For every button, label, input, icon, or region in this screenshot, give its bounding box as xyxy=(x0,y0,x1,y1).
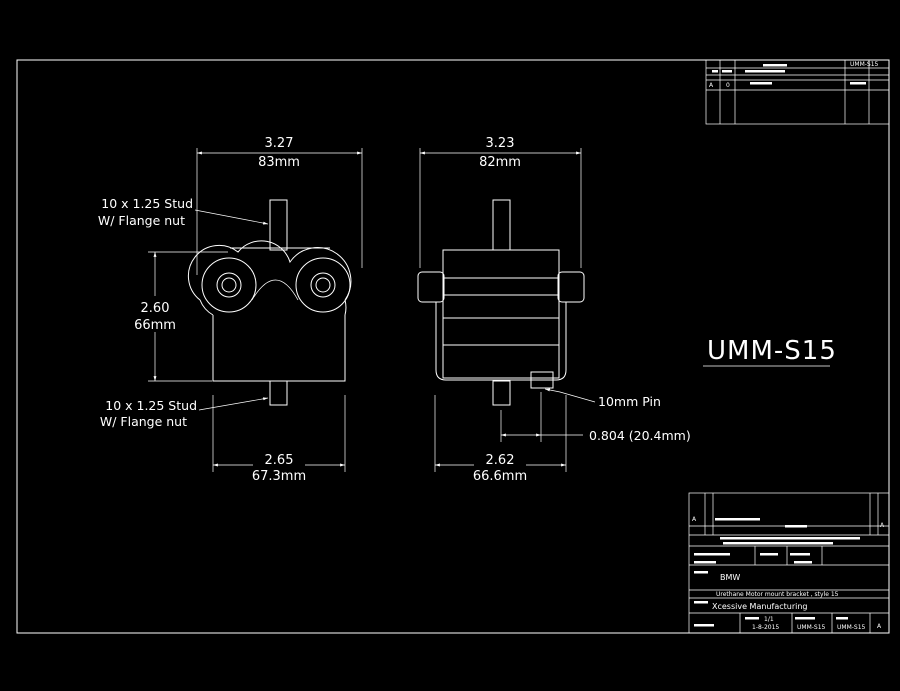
left-top-stud-label-1: 10 x 1.25 Stud xyxy=(101,196,193,211)
title-company: Xcessive Manufacturing xyxy=(712,602,808,611)
left-top-stud-leader xyxy=(194,209,269,225)
rev-marker-3: A xyxy=(877,623,882,630)
left-bushing-core-left xyxy=(221,277,237,293)
rev-marker-2: A xyxy=(880,522,885,529)
right-bot-label-bg xyxy=(474,450,526,482)
left-height-mm: 66mm xyxy=(134,318,176,333)
right-pin xyxy=(530,371,554,389)
left-bushing-core-right xyxy=(315,277,331,293)
left-bottom-stud-label-1: 10 x 1.25 Stud xyxy=(105,398,197,413)
right-pin-leader xyxy=(544,388,596,403)
right-right-plate xyxy=(557,271,585,303)
title-sheet: 1/1 xyxy=(764,616,774,623)
svg-text:0: 0 xyxy=(726,82,730,89)
title-description: Urethane Motor mount bracket , style 15 xyxy=(716,591,839,598)
right-top-stud xyxy=(492,199,511,251)
left-bottom-stud xyxy=(269,380,288,406)
left-bot-label-bg xyxy=(253,450,305,482)
title-date: 1-8-2015 xyxy=(752,624,779,631)
right-left-plate xyxy=(417,271,445,303)
rev-marker-1: A xyxy=(692,516,697,523)
right-bottom-width-in: 2.62 xyxy=(486,453,515,468)
left-inner-arc xyxy=(251,279,299,301)
left-bottom-width-in: 2.65 xyxy=(265,453,294,468)
drawing-border xyxy=(16,59,890,634)
right-bottom-stud xyxy=(492,380,511,406)
left-bushing-inner-right xyxy=(310,272,336,298)
right-view: 3.23 82mm 2.62 66.6mm 10mm Pin 0.804 (20… xyxy=(417,136,691,484)
right-pin-label: 10mm Pin xyxy=(598,394,661,409)
left-height-label-bg xyxy=(133,296,177,332)
left-top-stud-label-2: W/ Flange nut xyxy=(98,213,185,228)
right-body xyxy=(442,249,560,379)
left-body-outline xyxy=(187,240,352,382)
left-height-in: 2.60 xyxy=(141,301,170,316)
right-pin-offset: 0.804 (20.4mm) xyxy=(589,428,691,443)
left-bushing-outer-left xyxy=(201,257,257,313)
rev-part-number: UMM-S15 xyxy=(850,61,879,68)
right-bottom-width-mm: 66.6mm xyxy=(473,469,527,484)
left-top-width-in: 3.27 xyxy=(265,136,294,151)
right-top-width-mm: 82mm xyxy=(479,155,521,170)
title-dwg-no: UMM-S15 xyxy=(797,624,826,631)
right-top-width-in: 3.23 xyxy=(486,136,515,151)
left-top-stud xyxy=(269,199,288,251)
right-bracket xyxy=(435,302,567,381)
left-bottom-stud-leader xyxy=(198,397,269,411)
left-bushing-outer-right xyxy=(295,257,351,313)
title-customer: BMW xyxy=(720,573,740,582)
title-block: A A A BMW Urethane Motor mount bracket ,… xyxy=(688,492,890,634)
left-view: 3.27 83mm 2.60 66mm 2.65 67.3mm 10 x 1.2… xyxy=(98,136,363,484)
part-number-large: UMM-S15 xyxy=(707,336,837,366)
title-part-no: UMM-S15 xyxy=(837,624,866,631)
revision-block: A 0 UMM-S15 xyxy=(705,59,890,125)
left-bushing-inner-left xyxy=(216,272,242,298)
left-bottom-stud-label-2: W/ Flange nut xyxy=(100,414,187,429)
left-top-width-mm: 83mm xyxy=(258,155,300,170)
left-bottom-width-mm: 67.3mm xyxy=(252,469,306,484)
svg-text:A: A xyxy=(709,82,714,89)
